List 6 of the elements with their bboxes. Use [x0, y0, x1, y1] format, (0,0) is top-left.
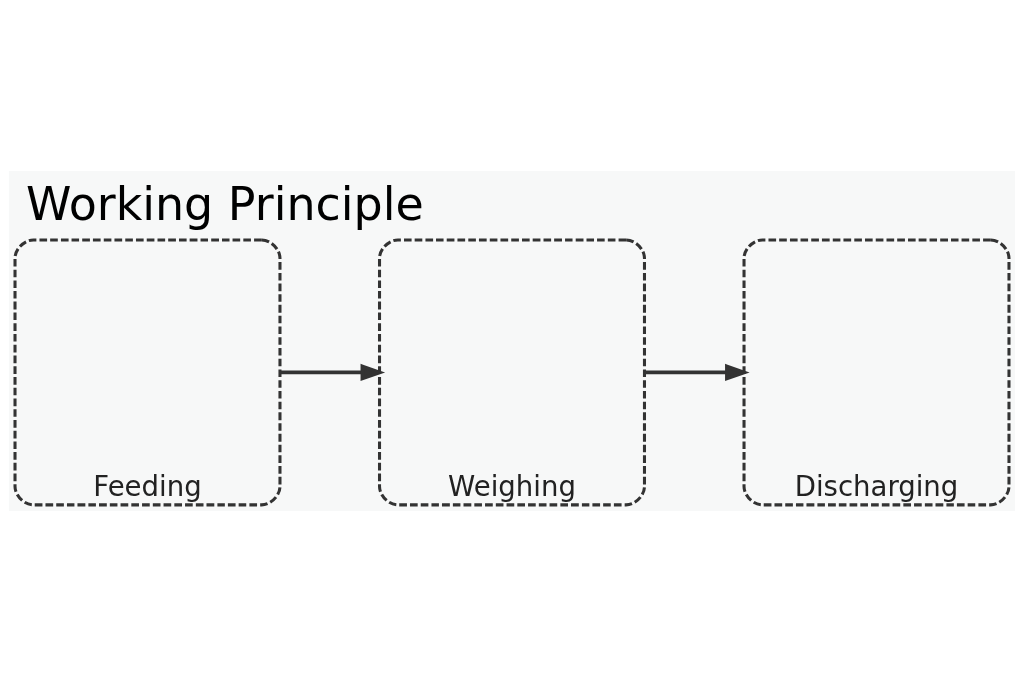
node-box: Feeding	[13, 238, 282, 507]
arrow	[280, 363, 386, 381]
node-box: Discharging	[742, 238, 1011, 507]
node-box: Weighing	[378, 238, 646, 507]
arrow	[644, 363, 750, 381]
diagram-title: Working Principle	[25, 177, 424, 232]
